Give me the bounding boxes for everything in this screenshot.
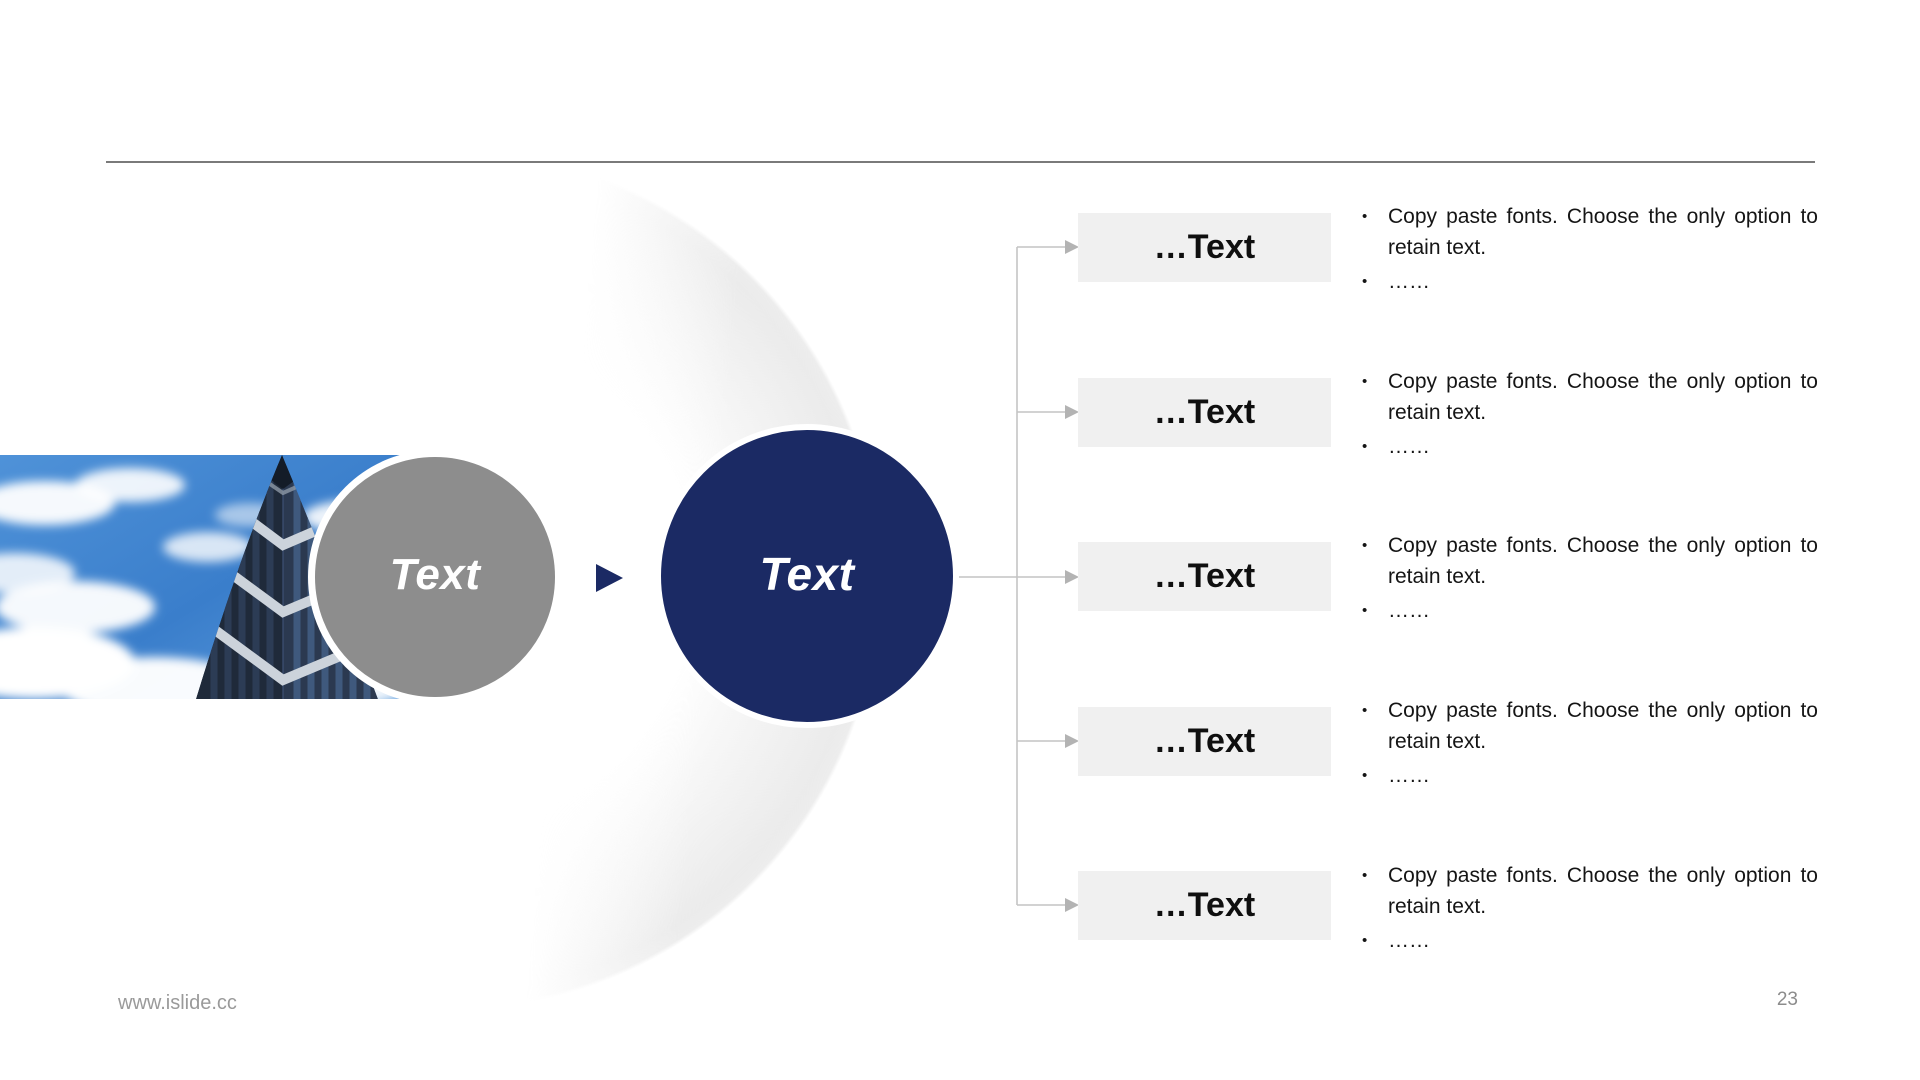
bullet-icon: •	[1362, 537, 1368, 554]
bullet-text: Copy paste fonts. Choose the only option…	[1388, 534, 1818, 588]
bullet-icon: •	[1362, 867, 1368, 884]
bullet-text: Copy paste fonts. Choose the only option…	[1388, 370, 1818, 424]
bullet-icon: •	[1362, 373, 1368, 390]
bullet-icon: •	[1362, 932, 1368, 949]
bullet-item: • ……	[1355, 266, 1818, 297]
bullet-text: ……	[1388, 929, 1430, 952]
bullet-item: • ……	[1355, 925, 1818, 956]
branch-detail-5: • Copy paste fonts. Choose the only opti…	[1355, 860, 1818, 956]
hub-circle: Text	[655, 424, 959, 728]
bullet-icon: •	[1362, 273, 1368, 290]
branch-box-1: …Text	[1078, 213, 1331, 282]
bullet-item: • ……	[1355, 431, 1818, 462]
branch-detail-3: • Copy paste fonts. Choose the only opti…	[1355, 530, 1818, 626]
bullet-icon: •	[1362, 602, 1368, 619]
bullet-item: • Copy paste fonts. Choose the only opti…	[1355, 695, 1818, 757]
bullet-icon: •	[1362, 438, 1368, 455]
branch-box-3: …Text	[1078, 542, 1331, 611]
page-number: 23	[1776, 989, 1798, 1010]
bullet-item: • ……	[1355, 595, 1818, 626]
branch-arrowhead-icons	[1065, 240, 1079, 912]
bullet-text: Copy paste fonts. Choose the only option…	[1388, 699, 1818, 753]
bullet-icon: •	[1362, 208, 1368, 225]
bullet-text: ……	[1388, 764, 1430, 787]
hub-circle-label: Text	[759, 548, 855, 600]
branch-detail-2: • Copy paste fonts. Choose the only opti…	[1355, 366, 1818, 462]
bullet-icon: •	[1362, 702, 1368, 719]
bullet-text: ……	[1388, 435, 1430, 458]
bullet-text: ……	[1388, 599, 1430, 622]
branch-box-4: …Text	[1078, 707, 1331, 776]
branch-box-2: …Text	[1078, 378, 1331, 447]
branch-detail-1: • Copy paste fonts. Choose the only opti…	[1355, 201, 1818, 297]
branch-box-label: …Text	[1153, 393, 1256, 431]
source-circle-label: Text	[389, 550, 481, 599]
bullet-item: • Copy paste fonts. Choose the only opti…	[1355, 530, 1818, 592]
bullet-text: Copy paste fonts. Choose the only option…	[1388, 205, 1818, 259]
bullet-text: Copy paste fonts. Choose the only option…	[1388, 864, 1818, 918]
bullet-item: • Copy paste fonts. Choose the only opti…	[1355, 860, 1818, 922]
flow-arrow-icon	[596, 564, 623, 592]
top-divider-line	[106, 161, 1815, 163]
branch-box-label: …Text	[1153, 557, 1256, 595]
bullet-item: • Copy paste fonts. Choose the only opti…	[1355, 201, 1818, 263]
branch-box-5: …Text	[1078, 871, 1331, 940]
bullet-item: • Copy paste fonts. Choose the only opti…	[1355, 366, 1818, 428]
branch-box-label: …Text	[1153, 722, 1256, 760]
branch-box-label: …Text	[1153, 228, 1256, 266]
branch-detail-4: • Copy paste fonts. Choose the only opti…	[1355, 695, 1818, 791]
footer-website: www.islide.cc	[118, 992, 237, 1014]
bullet-text: ……	[1388, 270, 1430, 293]
bullet-item: • ……	[1355, 760, 1818, 791]
source-circle: Text	[308, 450, 562, 704]
bullet-icon: •	[1362, 767, 1368, 784]
branch-box-label: …Text	[1153, 886, 1256, 924]
